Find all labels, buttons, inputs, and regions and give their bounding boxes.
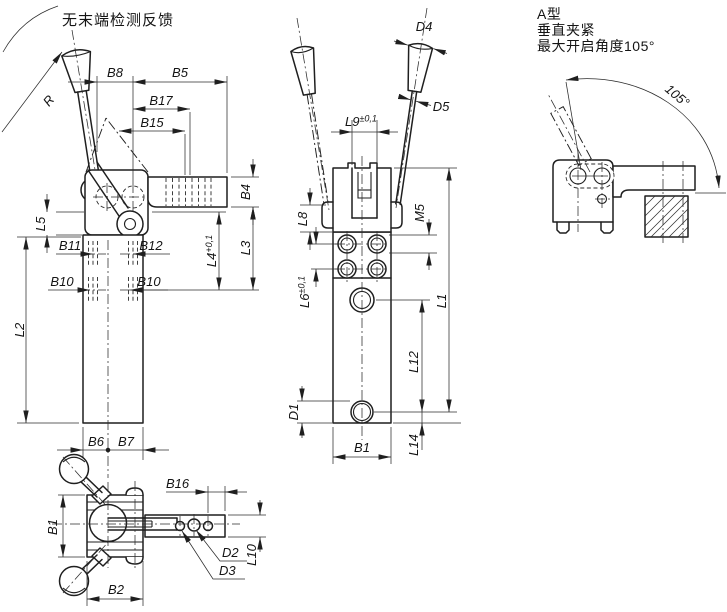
dim-label-d2: D2	[222, 545, 239, 560]
spindle-boss-bore	[123, 217, 137, 231]
dim-label-b10-left: B10	[50, 274, 74, 289]
handle-shaft-right	[395, 90, 414, 205]
ball-knob-bottom-face	[62, 587, 86, 594]
spindle-rod	[107, 517, 178, 531]
top-dimensions: B16 B1 B2 D2 D3 L10	[45, 476, 266, 606]
handle-centerline	[71, 29, 101, 201]
note-no-end-detection: 无末端检测反馈	[62, 12, 174, 29]
dim-label-l6: L6±0,1	[297, 276, 313, 308]
dim-label-b17: B17	[149, 93, 173, 108]
variant-clamping: 垂直夹紧	[537, 22, 595, 38]
clamp-arm	[147, 176, 228, 208]
knob-axis	[62, 456, 111, 511]
phantom-shaft	[311, 93, 329, 203]
handle-shaft-bottom	[84, 558, 103, 577]
front-view: R B8 B5 B17 B15 L5 B11 B12 B10	[1, 5, 259, 478]
dim-label-l3: L3	[238, 240, 253, 255]
knob-axis	[62, 539, 111, 594]
handle-shaft-bottom	[79, 554, 98, 572]
dim-label-l2: L2	[12, 322, 27, 337]
dim-label-b1-top: B1	[45, 519, 60, 535]
dim-label-b15: B15	[140, 115, 164, 130]
handle-knob-left	[290, 45, 316, 96]
dim-label-b10-right: B10	[137, 274, 161, 289]
dim-label-b5: B5	[172, 65, 189, 80]
pivot-boss-left	[321, 201, 334, 229]
foot-left	[556, 221, 570, 234]
dim-label-d3: D3	[219, 563, 236, 578]
dim-label-l8: L8	[295, 211, 310, 226]
angle-radius-line	[565, 81, 582, 171]
opening-angle-view: 105°	[547, 75, 726, 243]
dim-label-l5: L5	[33, 216, 48, 231]
dim-label-l12: L12	[406, 350, 421, 372]
lever-edge	[96, 161, 129, 209]
dim-label-r: R	[40, 92, 58, 109]
angle-arc	[565, 75, 721, 189]
front-dimensions: R B8 B5 B17 B15 L5 B11 B12 B10	[1, 5, 259, 460]
foot-right	[600, 221, 614, 234]
dim-label-b6: B6	[88, 434, 105, 449]
handle-knob-left-face	[290, 47, 314, 54]
lever-edge	[87, 169, 120, 217]
dim-label-l1: L1	[434, 294, 449, 308]
dim-label-angle: 105°	[662, 81, 692, 110]
head-slot	[351, 167, 378, 219]
variant-max-angle: 最大开启角度105°	[537, 38, 655, 54]
boss-bump-top	[125, 487, 144, 496]
handle-knob-right	[407, 42, 434, 93]
ball-knob-top-face	[62, 456, 86, 463]
dim-label-b11: B11	[59, 238, 81, 253]
dim-label-b12: B12	[139, 238, 163, 253]
dim-label-d1: D1	[286, 404, 301, 421]
variant-title: A型	[537, 6, 561, 22]
handle-shaft-top	[79, 480, 98, 498]
boss-bump-bottom	[125, 556, 144, 565]
handle-centerline-right	[395, 7, 428, 209]
handle-centerline-left	[296, 17, 330, 211]
dim-label-l9: L9±0,1	[345, 114, 377, 130]
handle-shaft-right	[399, 90, 418, 206]
dim-label-b16: B16	[166, 476, 190, 491]
variant-text-block: A型 垂直夹紧 最大开启角度105°	[537, 6, 655, 54]
dim-label-l10: L10	[244, 543, 259, 565]
dim-label-l4: L4+0,1	[204, 235, 219, 267]
head-hidden-holes	[93, 183, 147, 211]
spindle-boss	[116, 210, 144, 238]
dim-label-b7: B7	[118, 434, 135, 449]
dim-label-b8: B8	[107, 65, 124, 80]
dim-label-b1-side: B1	[354, 440, 370, 455]
dim-label-d5: D5	[433, 99, 450, 114]
handle-shaft-top	[84, 475, 103, 494]
side-dimensions: D4 D5 L9±0,1 L8 M5 L6±0,1	[286, 19, 461, 464]
dim-label-b2: B2	[108, 582, 125, 597]
dim-label-d4: D4	[416, 19, 433, 34]
workpiece-hatched	[644, 195, 689, 238]
ball-knob-top	[58, 453, 90, 485]
mount-holes	[335, 231, 389, 282]
dim-label-b4: B4	[238, 184, 253, 200]
dim-label-m5: M5	[412, 203, 427, 222]
top-view: B16 B1 B2 D2 D3 L10	[45, 453, 266, 606]
phantom-lever	[85, 117, 149, 173]
body-column	[82, 234, 144, 424]
arm-serrations	[165, 178, 212, 206]
pivot-boss-right	[390, 201, 403, 229]
ball-knob-bottom	[58, 565, 90, 597]
side-view: D4 D5 L9±0,1 L8 M5 L6±0,1	[286, 7, 461, 464]
dim-label-l14: L14	[406, 434, 421, 456]
phantom-shaft	[306, 94, 325, 204]
